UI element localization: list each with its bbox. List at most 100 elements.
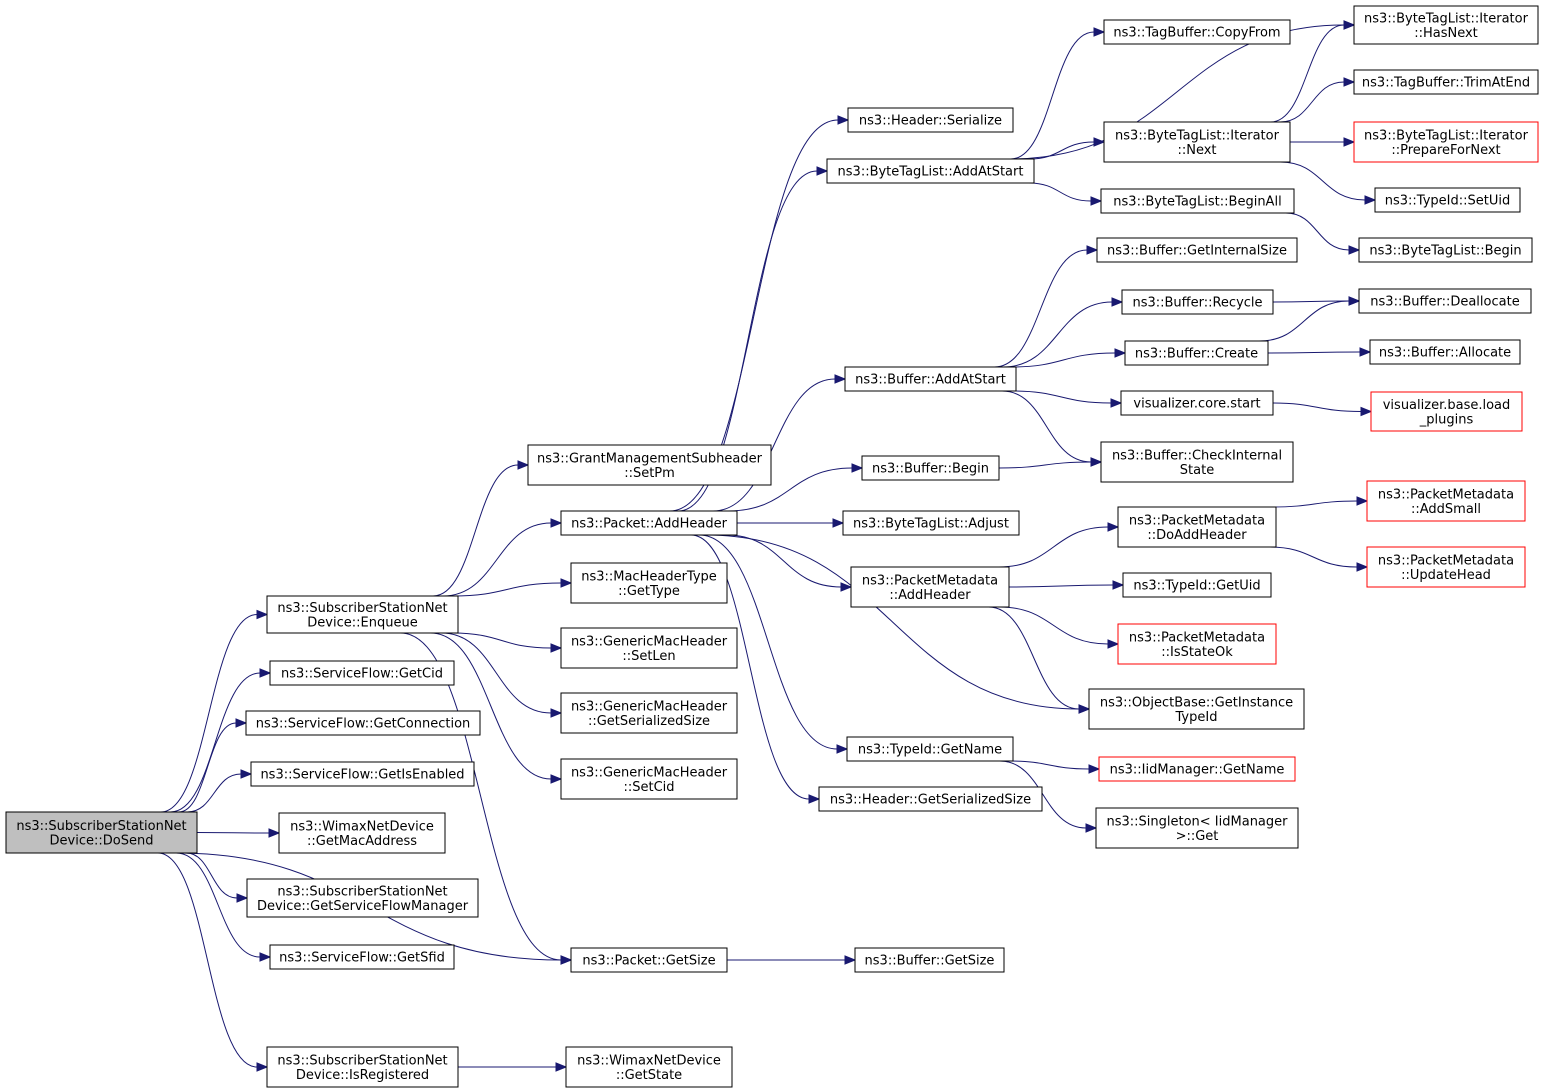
call-edge-n11-n37 [705,534,1091,714]
graph-node-n42[interactable]: ns3::ByteTagList::Iterator::PrepareForNe… [1353,121,1539,163]
node-label-line: ns3::Packet::GetSize [582,954,715,969]
graph-node-n26[interactable]: ns3::TagBuffer::CopyFrom [1103,19,1291,45]
node-box [1095,807,1299,849]
node-label-line: ::GetMacAddress [307,834,417,849]
graph-node-n32[interactable]: visualizer.core.start [1120,390,1274,416]
node-label-line: ::IsStateOk [1161,645,1233,660]
graph-node-n11[interactable]: ns3::Packet::AddHeader [560,510,738,536]
node-box [1358,288,1532,314]
call-edge-n1-n12 [452,578,573,597]
graph-node-n38[interactable]: ns3::IidManager::GetName [1098,756,1296,782]
call-edge-n27-n43 [1280,161,1377,205]
graph-node-n2[interactable]: ns3::ServiceFlow::GetCid [269,660,455,686]
call-edge-n1-n13 [452,632,563,653]
graph-node-n8[interactable]: ns3::Packet::GetSize [570,947,728,973]
node-box [1369,339,1521,365]
node-label-line: ns3::Singleton< IidManager [1106,814,1288,829]
graph-node-n43[interactable]: ns3::TypeId::SetUid [1374,187,1521,213]
node-label-line: ns3::ByteTagList::Adjust [853,517,1009,532]
node-label-line: ns3::IidManager::GetName [1110,763,1285,778]
node-label-line: ns3::SubscriberStationNet [277,601,447,616]
graph-node-n18[interactable]: ns3::Header::Serialize [847,107,1014,133]
node-label-line: ns3::PacketMetadata [1378,487,1514,502]
node-box [1117,623,1277,665]
graph-node-n30[interactable]: ns3::Buffer::Recycle [1121,289,1274,315]
node-label-line: TypeId [1175,710,1218,725]
node-label-line: ns3::WimaxNetDevice [290,819,434,834]
call-nodes: ns3::SubscriberStationNetDevice::DoSendn… [5,5,1539,1088]
graph-node-n13[interactable]: ns3::GenericMacHeader::SetLen [560,627,738,669]
graph-node-n15[interactable]: ns3::GenericMacHeader::SetCid [560,758,738,800]
call-edge-n19-n26 [1010,27,1106,160]
node-label-line: ns3::GenericMacHeader [571,699,728,714]
call-edge-n27-n42 [1290,137,1356,147]
node-box [527,444,772,486]
node-box [1121,289,1274,315]
node-label-line: ns3::GrantManagementSubheader [537,451,763,466]
node-box [250,761,475,787]
node-label-line: ns3::TypeId::GetUid [1133,579,1260,594]
graph-node-n49[interactable]: ns3::PacketMetadata::UpdateHead [1366,546,1526,588]
graph-node-n39[interactable]: ns3::Singleton< IidManager>::Get [1095,807,1299,849]
graph-node-n16[interactable]: ns3::Buffer::GetSize [854,947,1005,973]
graph-node-n17[interactable]: ns3::WimaxNetDevice::GetState [565,1046,733,1088]
graph-node-n14[interactable]: ns3::GenericMacHeader::GetSerializedSize [560,692,738,734]
graph-node-n36[interactable]: ns3::PacketMetadata::IsStateOk [1117,623,1277,665]
graph-node-n25[interactable]: ns3::Header::GetSerializedSize [818,786,1043,812]
graph-node-n27[interactable]: ns3::ByteTagList::Iterator::Next [1103,121,1291,163]
call-edge-n0-n2 [170,668,272,813]
node-label-line: ns3::TagBuffer::TrimAtEnd [1362,76,1530,91]
graph-node-n34[interactable]: ns3::PacketMetadata::DoAddHeader [1117,506,1277,548]
node-label-line: ns3::PacketMetadata [1378,553,1514,568]
node-box [1120,390,1274,416]
graph-node-n20[interactable]: ns3::Buffer::AddAtStart [844,366,1017,392]
graph-node-n45[interactable]: ns3::Buffer::Deallocate [1358,288,1532,314]
node-label-line: ns3::ServiceFlow::GetCid [281,667,443,682]
node-label-line: ns3::ByteTagList::Begin [1369,244,1521,259]
graph-node-n44[interactable]: ns3::ByteTagList::Begin [1358,237,1533,263]
node-label-line: ns3::ByteTagList::AddAtStart [838,165,1024,180]
graph-node-n24[interactable]: ns3::TypeId::GetName [846,736,1014,762]
call-edge-n11-n21 [727,463,864,512]
call-edge-n34-n48 [1271,496,1369,508]
node-label-line: ::HasNext [1414,26,1478,41]
call-edge-n27-n40 [1270,20,1356,123]
node-label-line: ns3::Buffer::AddAtStart [855,373,1006,388]
graph-node-n21[interactable]: ns3::Buffer::Begin [861,455,1000,481]
node-label-line: Device::DoSend [50,833,154,848]
graph-node-n40[interactable]: ns3::ByteTagList::Iterator::HasNext [1353,5,1539,45]
graph-node-n31[interactable]: ns3::Buffer::Create [1124,340,1269,366]
graph-node-n3[interactable]: ns3::ServiceFlow::GetConnection [245,710,481,736]
graph-node-n48[interactable]: ns3::PacketMetadata::AddSmall [1366,480,1526,522]
graph-node-n10[interactable]: ns3::GrantManagementSubheader::SetPm [527,444,772,486]
graph-node-n5[interactable]: ns3::WimaxNetDevice::GetMacAddress [278,812,446,854]
graph-node-n9[interactable]: ns3::SubscriberStationNetDevice::IsRegis… [266,1046,459,1088]
call-edge-n0-n7 [176,852,272,962]
graph-node-n46[interactable]: ns3::Buffer::Allocate [1369,339,1521,365]
graph-node-n35[interactable]: ns3::TypeId::GetUid [1122,572,1272,598]
graph-node-n41[interactable]: ns3::TagBuffer::TrimAtEnd [1353,69,1539,95]
graph-node-n22[interactable]: ns3::ByteTagList::Adjust [842,510,1020,536]
graph-node-n19[interactable]: ns3::ByteTagList::AddAtStart [826,158,1035,184]
graph-node-n6[interactable]: ns3::SubscriberStationNetDevice::GetServ… [246,878,479,918]
graph-node-n28[interactable]: ns3::ByteTagList::BeginAll [1100,188,1295,214]
graph-node-n12[interactable]: ns3::MacHeaderType::GetType [570,562,728,604]
graph-node-n29[interactable]: ns3::Buffer::GetInternalSize [1096,237,1298,263]
node-label-line: ns3::TypeId::SetUid [1385,194,1510,209]
node-label-line: ns3::Buffer::Create [1135,347,1258,362]
graph-node-n23[interactable]: ns3::PacketMetadata::AddHeader [850,566,1010,608]
node-label-line: State [1180,463,1214,478]
node-box [1122,572,1272,598]
call-edge-n31-n45 [1259,296,1361,342]
graph-node-n47[interactable]: visualizer.base.load_plugins [1370,391,1523,432]
graph-node-n4[interactable]: ns3::ServiceFlow::GetIsEnabled [250,761,475,787]
node-label-line: _plugins [1419,412,1474,427]
graph-node-n7[interactable]: ns3::ServiceFlow::GetSfid [269,944,455,970]
call-edge-n11-n22 [736,518,845,528]
node-label-line: ns3::ServiceFlow::GetConnection [256,717,471,732]
node-label-line: ns3::TypeId::GetName [858,743,1002,758]
